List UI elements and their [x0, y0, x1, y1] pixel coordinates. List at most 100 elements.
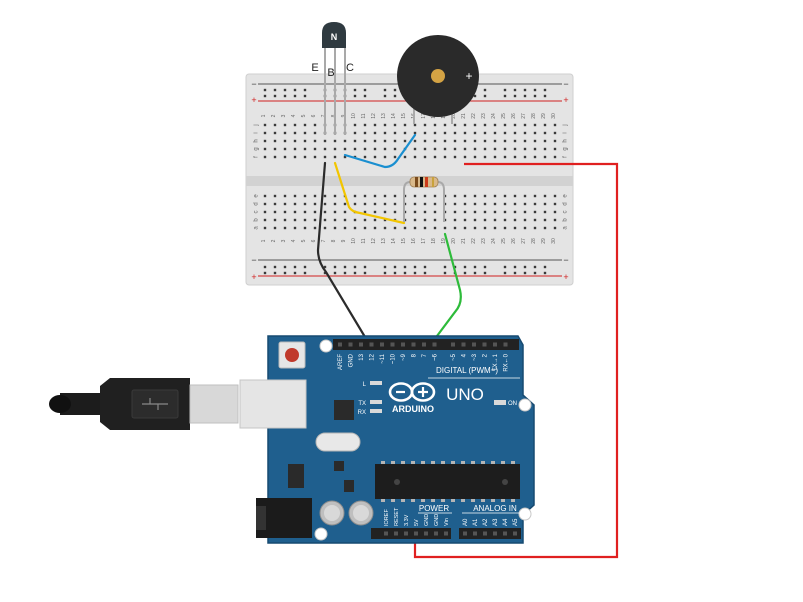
rail-hole[interactable]	[533, 88, 537, 92]
terminal-hole[interactable]	[393, 131, 397, 135]
power-pin[interactable]	[434, 531, 438, 536]
terminal-hole[interactable]	[423, 194, 427, 198]
rail-hole[interactable]	[323, 265, 327, 269]
rail-hole[interactable]	[263, 88, 267, 92]
rail-hole[interactable]	[343, 271, 347, 275]
terminal-hole[interactable]	[393, 155, 397, 159]
terminal-hole[interactable]	[473, 194, 477, 198]
terminal-hole[interactable]	[463, 123, 467, 127]
terminal-hole[interactable]	[523, 194, 527, 198]
rail-hole[interactable]	[513, 94, 517, 98]
terminal-hole[interactable]	[263, 123, 267, 127]
terminal-hole[interactable]	[343, 218, 347, 222]
rail-hole[interactable]	[363, 271, 367, 275]
power-pin[interactable]	[404, 531, 408, 536]
terminal-hole[interactable]	[513, 139, 517, 143]
rail-hole[interactable]	[413, 265, 417, 269]
terminal-hole[interactable]	[523, 226, 527, 230]
terminal-hole[interactable]	[553, 202, 557, 206]
rail-hole[interactable]	[383, 94, 387, 98]
terminal-hole[interactable]	[353, 139, 357, 143]
analog-pin[interactable]	[463, 531, 467, 536]
rail-hole[interactable]	[483, 88, 487, 92]
terminal-hole[interactable]	[383, 155, 387, 159]
terminal-hole[interactable]	[503, 155, 507, 159]
rail-hole[interactable]	[293, 88, 297, 92]
terminal-hole[interactable]	[373, 210, 377, 214]
terminal-hole[interactable]	[503, 139, 507, 143]
digital-pin[interactable]	[348, 342, 353, 347]
terminal-hole[interactable]	[413, 139, 417, 143]
terminal-hole[interactable]	[513, 226, 517, 230]
rail-hole[interactable]	[263, 265, 267, 269]
rail-hole[interactable]	[513, 88, 517, 92]
terminal-hole[interactable]	[453, 131, 457, 135]
terminal-hole[interactable]	[543, 131, 547, 135]
wire-blue[interactable]	[343, 133, 417, 169]
terminal-hole[interactable]	[333, 139, 337, 143]
rail-hole[interactable]	[303, 271, 307, 275]
rail-hole[interactable]	[453, 265, 457, 269]
terminal-hole[interactable]	[303, 202, 307, 206]
terminal-hole[interactable]	[453, 139, 457, 143]
terminal-hole[interactable]	[503, 123, 507, 127]
terminal-hole[interactable]	[333, 210, 337, 214]
digital-pin[interactable]	[472, 342, 476, 347]
terminal-hole[interactable]	[423, 202, 427, 206]
terminal-hole[interactable]	[413, 210, 417, 214]
rail-hole[interactable]	[463, 265, 467, 269]
terminal-hole[interactable]	[293, 210, 297, 214]
terminal-hole[interactable]	[293, 131, 297, 135]
terminal-hole[interactable]	[443, 131, 447, 135]
terminal-hole[interactable]	[393, 210, 397, 214]
terminal-hole[interactable]	[543, 123, 547, 127]
terminal-hole[interactable]	[503, 131, 507, 135]
power-pin[interactable]	[444, 531, 448, 536]
terminal-hole[interactable]	[523, 123, 527, 127]
terminal-hole[interactable]	[273, 123, 277, 127]
terminal-hole[interactable]	[463, 131, 467, 135]
digital-pin[interactable]	[503, 342, 508, 347]
terminal-hole[interactable]	[413, 155, 417, 159]
terminal-hole[interactable]	[363, 131, 367, 135]
terminal-hole[interactable]	[543, 210, 547, 214]
terminal-hole[interactable]	[473, 155, 477, 159]
terminal-hole[interactable]	[323, 210, 327, 214]
terminal-hole[interactable]	[453, 226, 457, 230]
rail-hole[interactable]	[473, 94, 477, 98]
terminal-hole[interactable]	[403, 123, 407, 127]
terminal-hole[interactable]	[363, 218, 367, 222]
terminal-hole[interactable]	[293, 123, 297, 127]
terminal-hole[interactable]	[473, 226, 477, 230]
terminal-hole[interactable]	[373, 194, 377, 198]
terminal-hole[interactable]	[553, 218, 557, 222]
terminal-hole[interactable]	[463, 202, 467, 206]
terminal-hole[interactable]	[363, 202, 367, 206]
terminal-hole[interactable]	[463, 210, 467, 214]
terminal-hole[interactable]	[403, 131, 407, 135]
terminal-hole[interactable]	[543, 226, 547, 230]
terminal-hole[interactable]	[393, 202, 397, 206]
digital-pin[interactable]	[432, 342, 437, 347]
terminal-hole[interactable]	[363, 155, 367, 159]
rail-hole[interactable]	[483, 265, 487, 269]
rail-hole[interactable]	[363, 88, 367, 92]
rail-hole[interactable]	[473, 265, 477, 269]
terminal-hole[interactable]	[333, 194, 337, 198]
terminal-hole[interactable]	[283, 202, 287, 206]
terminal-hole[interactable]	[273, 202, 277, 206]
terminal-hole[interactable]	[293, 147, 297, 151]
rail-hole[interactable]	[283, 271, 287, 275]
rail-hole[interactable]	[353, 88, 357, 92]
terminal-hole[interactable]	[433, 218, 437, 222]
terminal-hole[interactable]	[273, 139, 277, 143]
terminal-hole[interactable]	[313, 139, 317, 143]
rail-hole[interactable]	[533, 265, 537, 269]
terminal-hole[interactable]	[323, 226, 327, 230]
rail-hole[interactable]	[293, 271, 297, 275]
rail-hole[interactable]	[393, 265, 397, 269]
terminal-hole[interactable]	[323, 202, 327, 206]
terminal-hole[interactable]	[293, 139, 297, 143]
rail-hole[interactable]	[543, 88, 547, 92]
